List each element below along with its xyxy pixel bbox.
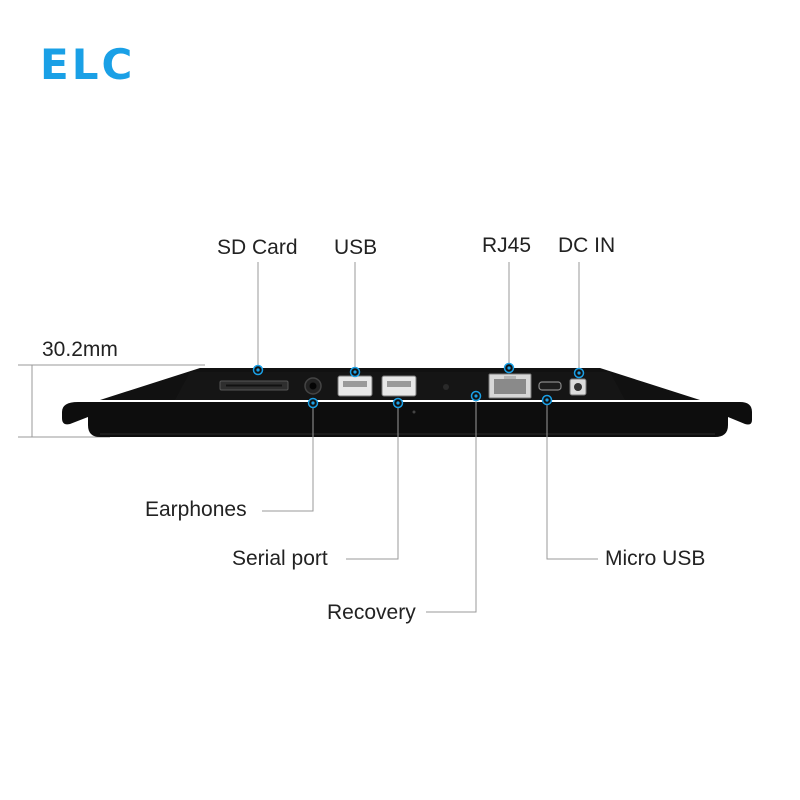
elc-logo: ELC [40,40,136,89]
marker-rj45 [503,362,515,374]
label-earphones: Earphones [145,498,247,521]
recovery-hole [412,410,416,414]
leader-lines [257,262,598,613]
dimension-bracket [18,364,205,438]
rj45-port [488,373,532,399]
label-dc-in: DC IN [558,234,616,257]
label-serial-port: Serial port [232,547,328,570]
usb-port-2 [381,375,417,397]
label-rj45: RJ45 [482,234,532,257]
serial-port-hole [443,384,449,390]
label-sd-card: SD Card [217,236,298,259]
dc-in-port [569,378,587,396]
sd-card-slot [219,380,289,391]
marker-recovery [470,390,482,402]
marker-sd-card [252,364,264,376]
marker-earphones [307,397,319,409]
usb-port-1 [337,375,373,397]
micro-usb-port [538,381,562,391]
label-usb: USB [334,236,378,259]
callout-markers [252,362,585,409]
label-recovery: Recovery [327,601,416,624]
marker-serial-port [392,397,404,409]
label-micro-usb: Micro USB [605,547,706,570]
marker-usb [349,366,361,378]
earphone-jack [304,377,322,395]
dimension-label: 30.2mm [42,338,118,361]
marker-micro-usb [541,394,553,406]
marker-dc-in [573,367,585,379]
